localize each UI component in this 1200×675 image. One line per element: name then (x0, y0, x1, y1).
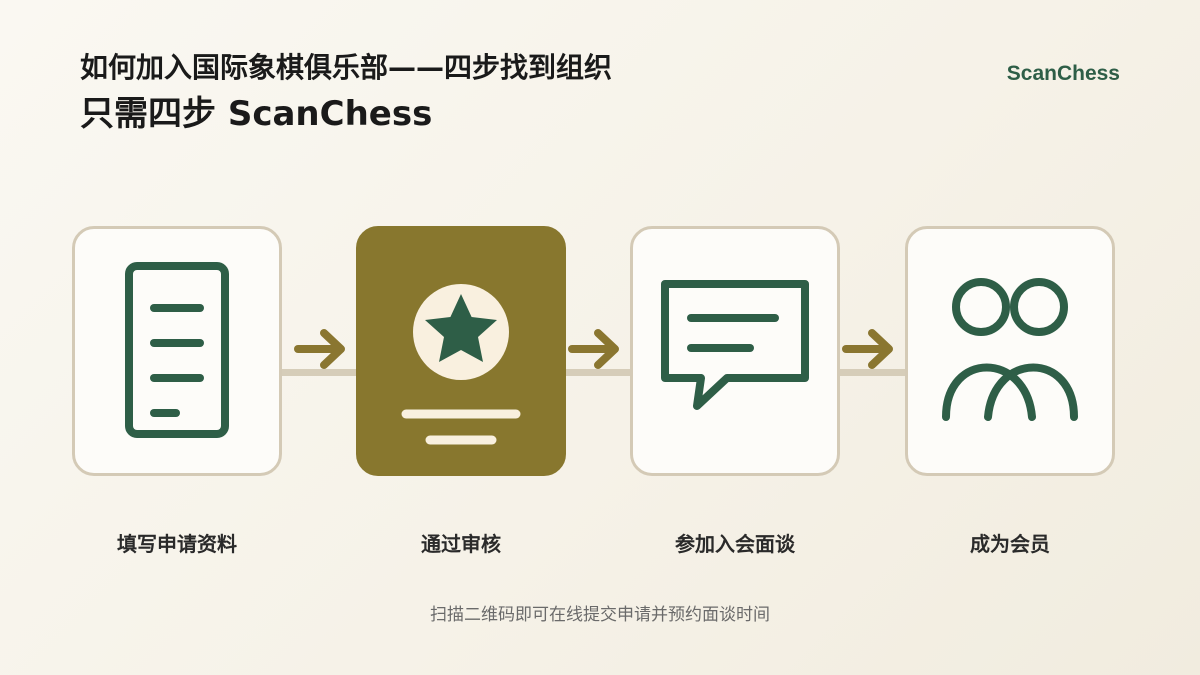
title-line-2: 只需四步 ScanChess (80, 94, 433, 134)
speech-bubble-icon (661, 280, 809, 410)
title-line-1: 如何加入国际象棋俱乐部——四步找到组织 (80, 51, 613, 84)
page-title: 如何加入国际象棋俱乐部——四步找到组织 只需四步 ScanChess (80, 50, 840, 136)
step-label-4: 成为会员 (970, 532, 1050, 556)
arrow-right-icon (842, 329, 893, 369)
step-card-4 (905, 226, 1115, 476)
step-label-1: 填写申请资料 (117, 532, 237, 556)
step-card-2 (356, 226, 566, 476)
document-icon (125, 262, 229, 438)
people-icon (942, 278, 1078, 421)
flow-connector-line (280, 369, 910, 376)
arrow-right-icon (294, 329, 345, 369)
footer-note: 扫描二维码即可在线提交申请并预约面谈时间 (430, 605, 770, 625)
step-card-1 (72, 226, 282, 476)
step-card-3 (630, 226, 840, 476)
arrow-right-icon (568, 329, 619, 369)
brand-logo-text: ScanChess (1006, 62, 1120, 85)
step-label-2: 通过审核 (421, 532, 501, 556)
star-badge-icon (401, 284, 521, 445)
step-label-3: 参加入会面谈 (675, 532, 795, 556)
